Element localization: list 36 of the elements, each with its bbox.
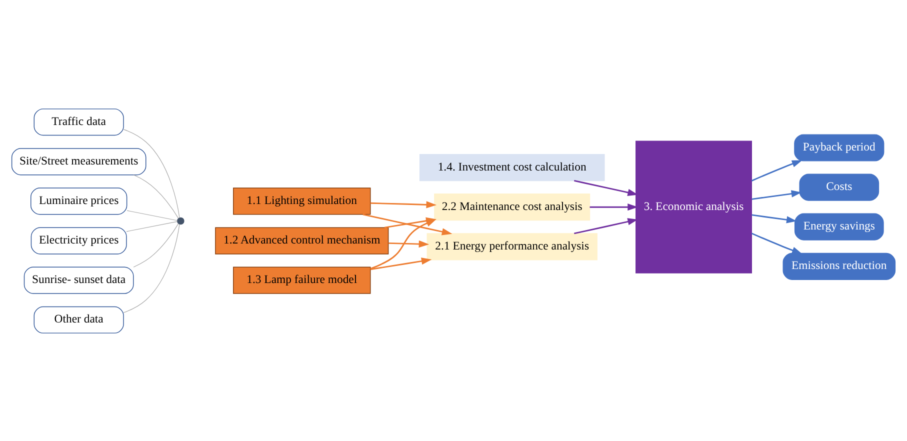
arrow: [574, 180, 638, 196]
node-box: 2.1 Energy performance analysis: [426, 232, 598, 260]
node-box: 1.3 Lamp failure model: [233, 266, 371, 294]
connector: [123, 223, 180, 312]
node-box: Payback period: [794, 134, 884, 161]
node-circle: [176, 216, 184, 224]
node-box: Sunrise- sunset data: [24, 266, 134, 294]
node-box: 1.2 Advanced control mechanism: [215, 226, 389, 254]
node-box: Luminaire prices: [30, 187, 128, 214]
connector: [133, 222, 179, 267]
connector: [123, 128, 180, 218]
node-box: Costs: [799, 173, 880, 200]
node-box: Other data: [34, 306, 124, 333]
arrow: [590, 202, 638, 210]
arrow: [362, 213, 452, 235]
connector: [126, 220, 178, 232]
arrow: [752, 214, 797, 223]
node-box: Energy savings: [794, 212, 884, 240]
arrow: [388, 240, 430, 248]
arrow: [370, 218, 436, 269]
arrow: [751, 160, 802, 181]
node-box: Emissions reduction: [782, 252, 896, 280]
arrow: [751, 232, 802, 254]
arrow: [752, 190, 802, 200]
arrow: [370, 200, 437, 208]
node-box: 1.4. Investment cost calculation: [419, 153, 605, 181]
node-box: Traffic data: [34, 108, 124, 136]
connector: [133, 174, 179, 218]
arrow: [370, 257, 432, 270]
node-box: Electricity prices: [30, 226, 127, 254]
node-box: 1.1 Lighting simulation: [233, 187, 371, 214]
node-box: 3. Economic analysis: [636, 140, 752, 273]
node-box: Site/Street measurements: [11, 148, 146, 175]
connector: [126, 210, 178, 220]
arrow: [574, 218, 638, 234]
node-box: 2.2 Maintenance cost analysis: [434, 193, 590, 220]
